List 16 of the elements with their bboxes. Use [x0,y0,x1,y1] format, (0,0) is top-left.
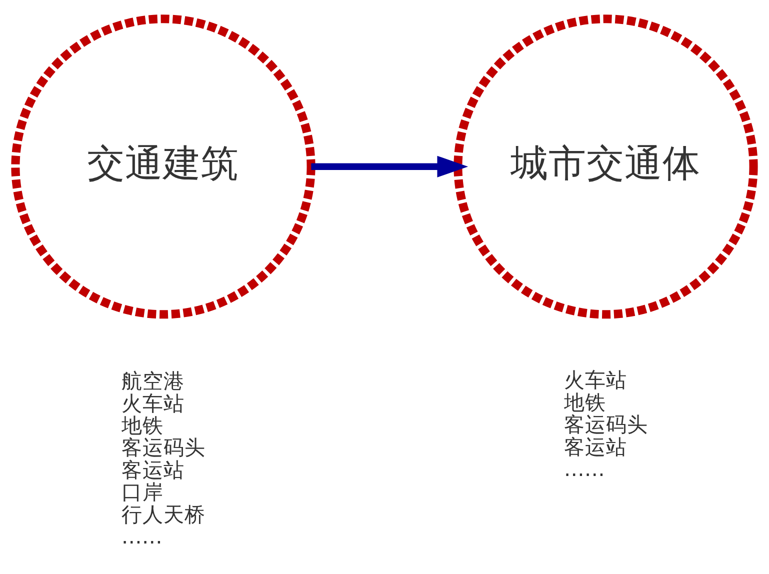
node-label: 地铁 [564,390,606,414]
node-label: 客运码头 [564,412,648,436]
node-label: 火车站 [121,390,184,415]
node-circle: 城市交通体 [454,14,758,318]
arrow [311,155,468,177]
node-circle: 交通建筑 [11,14,316,318]
node-label: 客运码头 [121,435,206,460]
node-label: 火车站 [564,368,627,392]
node-label: 客运站 [121,457,184,482]
node-label: …… [564,456,605,481]
node-label: 客运站 [564,434,627,458]
node-label: 口岸 [121,480,164,504]
node-label: 地铁 [121,412,164,437]
node-label: 行人天桥 [121,502,206,526]
node-label: …… [121,524,162,548]
node-label: 航空港 [121,368,184,393]
